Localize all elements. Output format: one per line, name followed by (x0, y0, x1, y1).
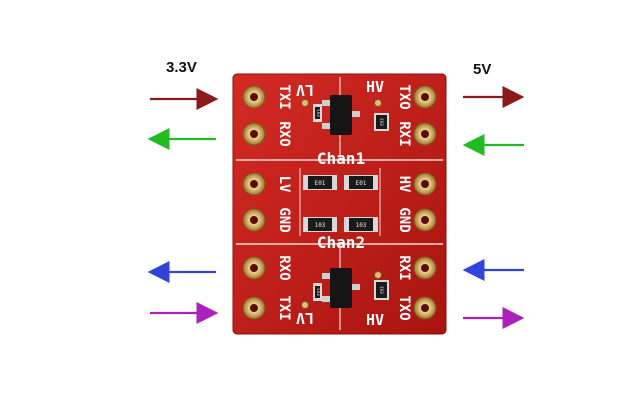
resistor-code-7: E03 (317, 288, 322, 296)
resistor-r4: E01 (344, 175, 378, 190)
silk-left-pin-2: RXO (276, 121, 292, 146)
resistor-code-5: 103 (315, 222, 326, 229)
silk-right-pin-4: GND (396, 207, 412, 232)
resistor-r3: E01 (303, 175, 337, 190)
silk-chan2: Chan2 (317, 233, 365, 252)
resistor-code-1: E03 (317, 109, 322, 117)
resistor-r7: E03 (313, 283, 322, 301)
silk-right-pin-2: RXI (396, 121, 412, 146)
mosfet-bottom (322, 268, 360, 308)
silk-hv-bottom: HV (366, 311, 384, 329)
resistor-r1: E03 (313, 104, 322, 122)
silk-left-pin-4: GND (276, 207, 292, 232)
resistor-r8: E03 (374, 280, 389, 300)
left-voltage-label: 3.3V (166, 59, 197, 76)
silk-left-pin-3: LV (276, 176, 292, 193)
silk-chan1: Chan1 (317, 149, 365, 168)
resistor-code-8: E03 (380, 286, 385, 294)
right-voltage-label: 5V (473, 61, 492, 78)
silk-right-pin-1: TXO (396, 84, 412, 109)
right-pads (413, 85, 437, 320)
resistor-r2: E03 (374, 113, 389, 131)
silk-lv-bottom: LV (296, 309, 314, 327)
silk-left-pin-5: RXO (276, 255, 292, 280)
silk-lv-top: LV (296, 81, 314, 99)
resistor-code-6: 103 (356, 222, 367, 229)
resistor-code-4: E01 (356, 180, 367, 187)
left-pads (242, 85, 266, 320)
vias (301, 99, 382, 309)
resistor-code-3: E01 (315, 180, 326, 187)
resistor-r6: 103 (344, 217, 378, 232)
silk-right-pin-6: TXO (396, 295, 412, 320)
silk-left-pin-6: TXI (276, 295, 292, 320)
silk-right-pin-5: RXI (396, 255, 412, 280)
silk-left-pin-1: TXI (276, 84, 292, 109)
silk-right-pin-3: HV (396, 176, 412, 193)
resistor-r5: 103 (303, 217, 337, 232)
silk-hv-top: HV (366, 78, 384, 96)
resistor-code-2: E03 (380, 118, 385, 126)
mosfet-top (322, 95, 360, 135)
pcb-board (232, 73, 447, 335)
